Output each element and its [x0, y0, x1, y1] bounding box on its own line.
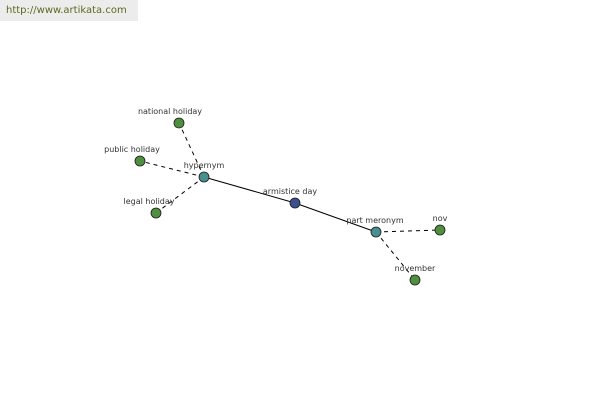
edge-armistice-day-to-hypernym [203, 176, 296, 204]
label-legal-holiday: legal holiday [123, 197, 174, 206]
label-part-meronym: part meronym [346, 216, 403, 225]
label-november: november [395, 264, 436, 273]
edge-part-meronym-to-november [375, 231, 416, 281]
node-national-holiday[interactable] [173, 117, 185, 129]
nodes-layer [134, 117, 446, 286]
labels-layer: armistice day hypernym part meronym nationa… [104, 107, 447, 273]
node-hypernym[interactable] [198, 171, 210, 183]
node-legal-holiday[interactable] [150, 207, 162, 219]
edge-hypernym-to-legal-holiday [155, 176, 205, 214]
node-part-meronym[interactable] [370, 226, 382, 238]
node-nov[interactable] [434, 224, 446, 236]
edges-layer [139, 122, 441, 281]
edge-hypernym-to-national-holiday [178, 122, 205, 178]
node-armistice-day[interactable] [289, 197, 301, 209]
edge-hypernym-to-public-holiday [139, 160, 205, 178]
source-url[interactable]: http://www.artikata.com [0, 0, 138, 21]
edge-armistice-day-to-part-meronym [294, 202, 377, 233]
label-nov: nov [433, 214, 448, 223]
node-public-holiday[interactable] [134, 155, 146, 167]
node-november[interactable] [409, 274, 421, 286]
label-armistice-day: armistice day [263, 187, 317, 196]
label-hypernym: hypernym [184, 161, 225, 170]
edge-part-meronym-to-nov [375, 229, 441, 233]
label-national-holiday: national holiday [138, 107, 202, 116]
label-public-holiday: public holiday [104, 145, 160, 154]
